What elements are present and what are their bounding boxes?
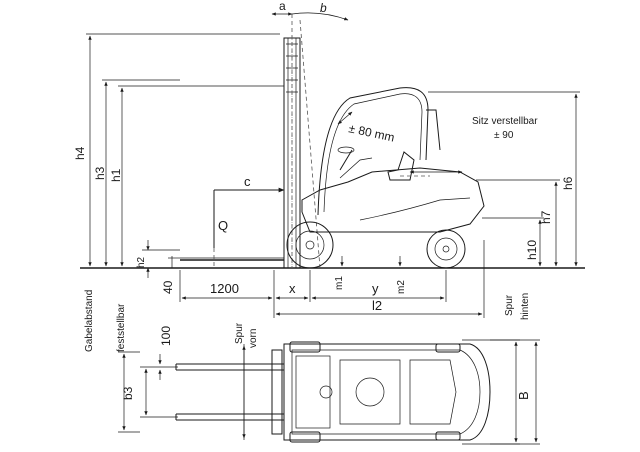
spur-front-label-1: Spur bbox=[234, 322, 245, 344]
dim-h4-label: h4 bbox=[73, 146, 87, 160]
fork-spacing-label-2: feststellbar bbox=[116, 303, 127, 352]
overhead-guard bbox=[317, 87, 441, 216]
top-body-outline bbox=[283, 343, 491, 441]
spur-rear-label-1: Spur bbox=[504, 294, 515, 316]
fork-spacing-label: Gabelabstand bbox=[84, 290, 95, 352]
dim-h10-label: h10 bbox=[525, 240, 539, 260]
top-view: 100 b3 Gabelabstand feststellbar Spur vo… bbox=[84, 290, 540, 445]
dim-h2-label: h2 bbox=[136, 256, 147, 268]
forks-top bbox=[175, 349, 284, 435]
steering-adjust: ± 80 mm bbox=[337, 111, 396, 145]
load-center: c Q bbox=[213, 174, 285, 268]
dim-q-label: Q bbox=[218, 218, 228, 233]
mast bbox=[283, 14, 321, 269]
dim-B-label: B bbox=[516, 391, 531, 400]
tilt-value-label: ± 80 mm bbox=[347, 121, 395, 144]
dim-x-label: x bbox=[289, 281, 296, 296]
dim-100-label: 100 bbox=[159, 326, 173, 346]
dim-h1-label: h1 bbox=[109, 168, 123, 182]
dim-h3-label: h3 bbox=[93, 166, 107, 180]
dim-c-label: c bbox=[244, 174, 251, 189]
side-view: c Q a b ± 80 mm Sitz verstellbar ± 90 bbox=[73, 0, 585, 318]
dim-l2-label: l2 bbox=[372, 298, 382, 313]
rear-wheel bbox=[426, 229, 466, 269]
truck-body bbox=[301, 146, 485, 233]
spur-front-label-2: vorn bbox=[248, 329, 259, 348]
height-dims-left: h4 h3 h1 h2 40 bbox=[73, 33, 284, 294]
fork bbox=[180, 257, 284, 261]
dim-m1-label: m1 bbox=[334, 276, 345, 290]
dim-1200-label: 1200 bbox=[210, 281, 239, 296]
front-wheel bbox=[286, 221, 334, 269]
dim-b3-label: b3 bbox=[121, 386, 135, 400]
seat-value: ± 90 bbox=[494, 130, 514, 141]
height-dims-right: h6 h7 h10 bbox=[428, 91, 580, 267]
dim-m2-label: m2 bbox=[396, 280, 407, 294]
dim-40-label: 40 bbox=[161, 280, 175, 294]
seat-adjust: Sitz verstellbar ± 90 bbox=[409, 116, 538, 174]
tilt-dims: a b bbox=[271, 0, 349, 21]
spur-rear-label-2: hinten bbox=[520, 293, 531, 320]
dim-y-label: y bbox=[372, 281, 379, 296]
dim-h7-label: h7 bbox=[539, 210, 553, 224]
length-dims: 1200 x y l2 m1 m2 bbox=[179, 240, 485, 318]
dim-a-label: a bbox=[279, 0, 286, 13]
dim-b-label: b bbox=[320, 1, 327, 15]
dim-h6-label: h6 bbox=[561, 176, 575, 190]
seat-title: Sitz verstellbar bbox=[472, 116, 538, 127]
